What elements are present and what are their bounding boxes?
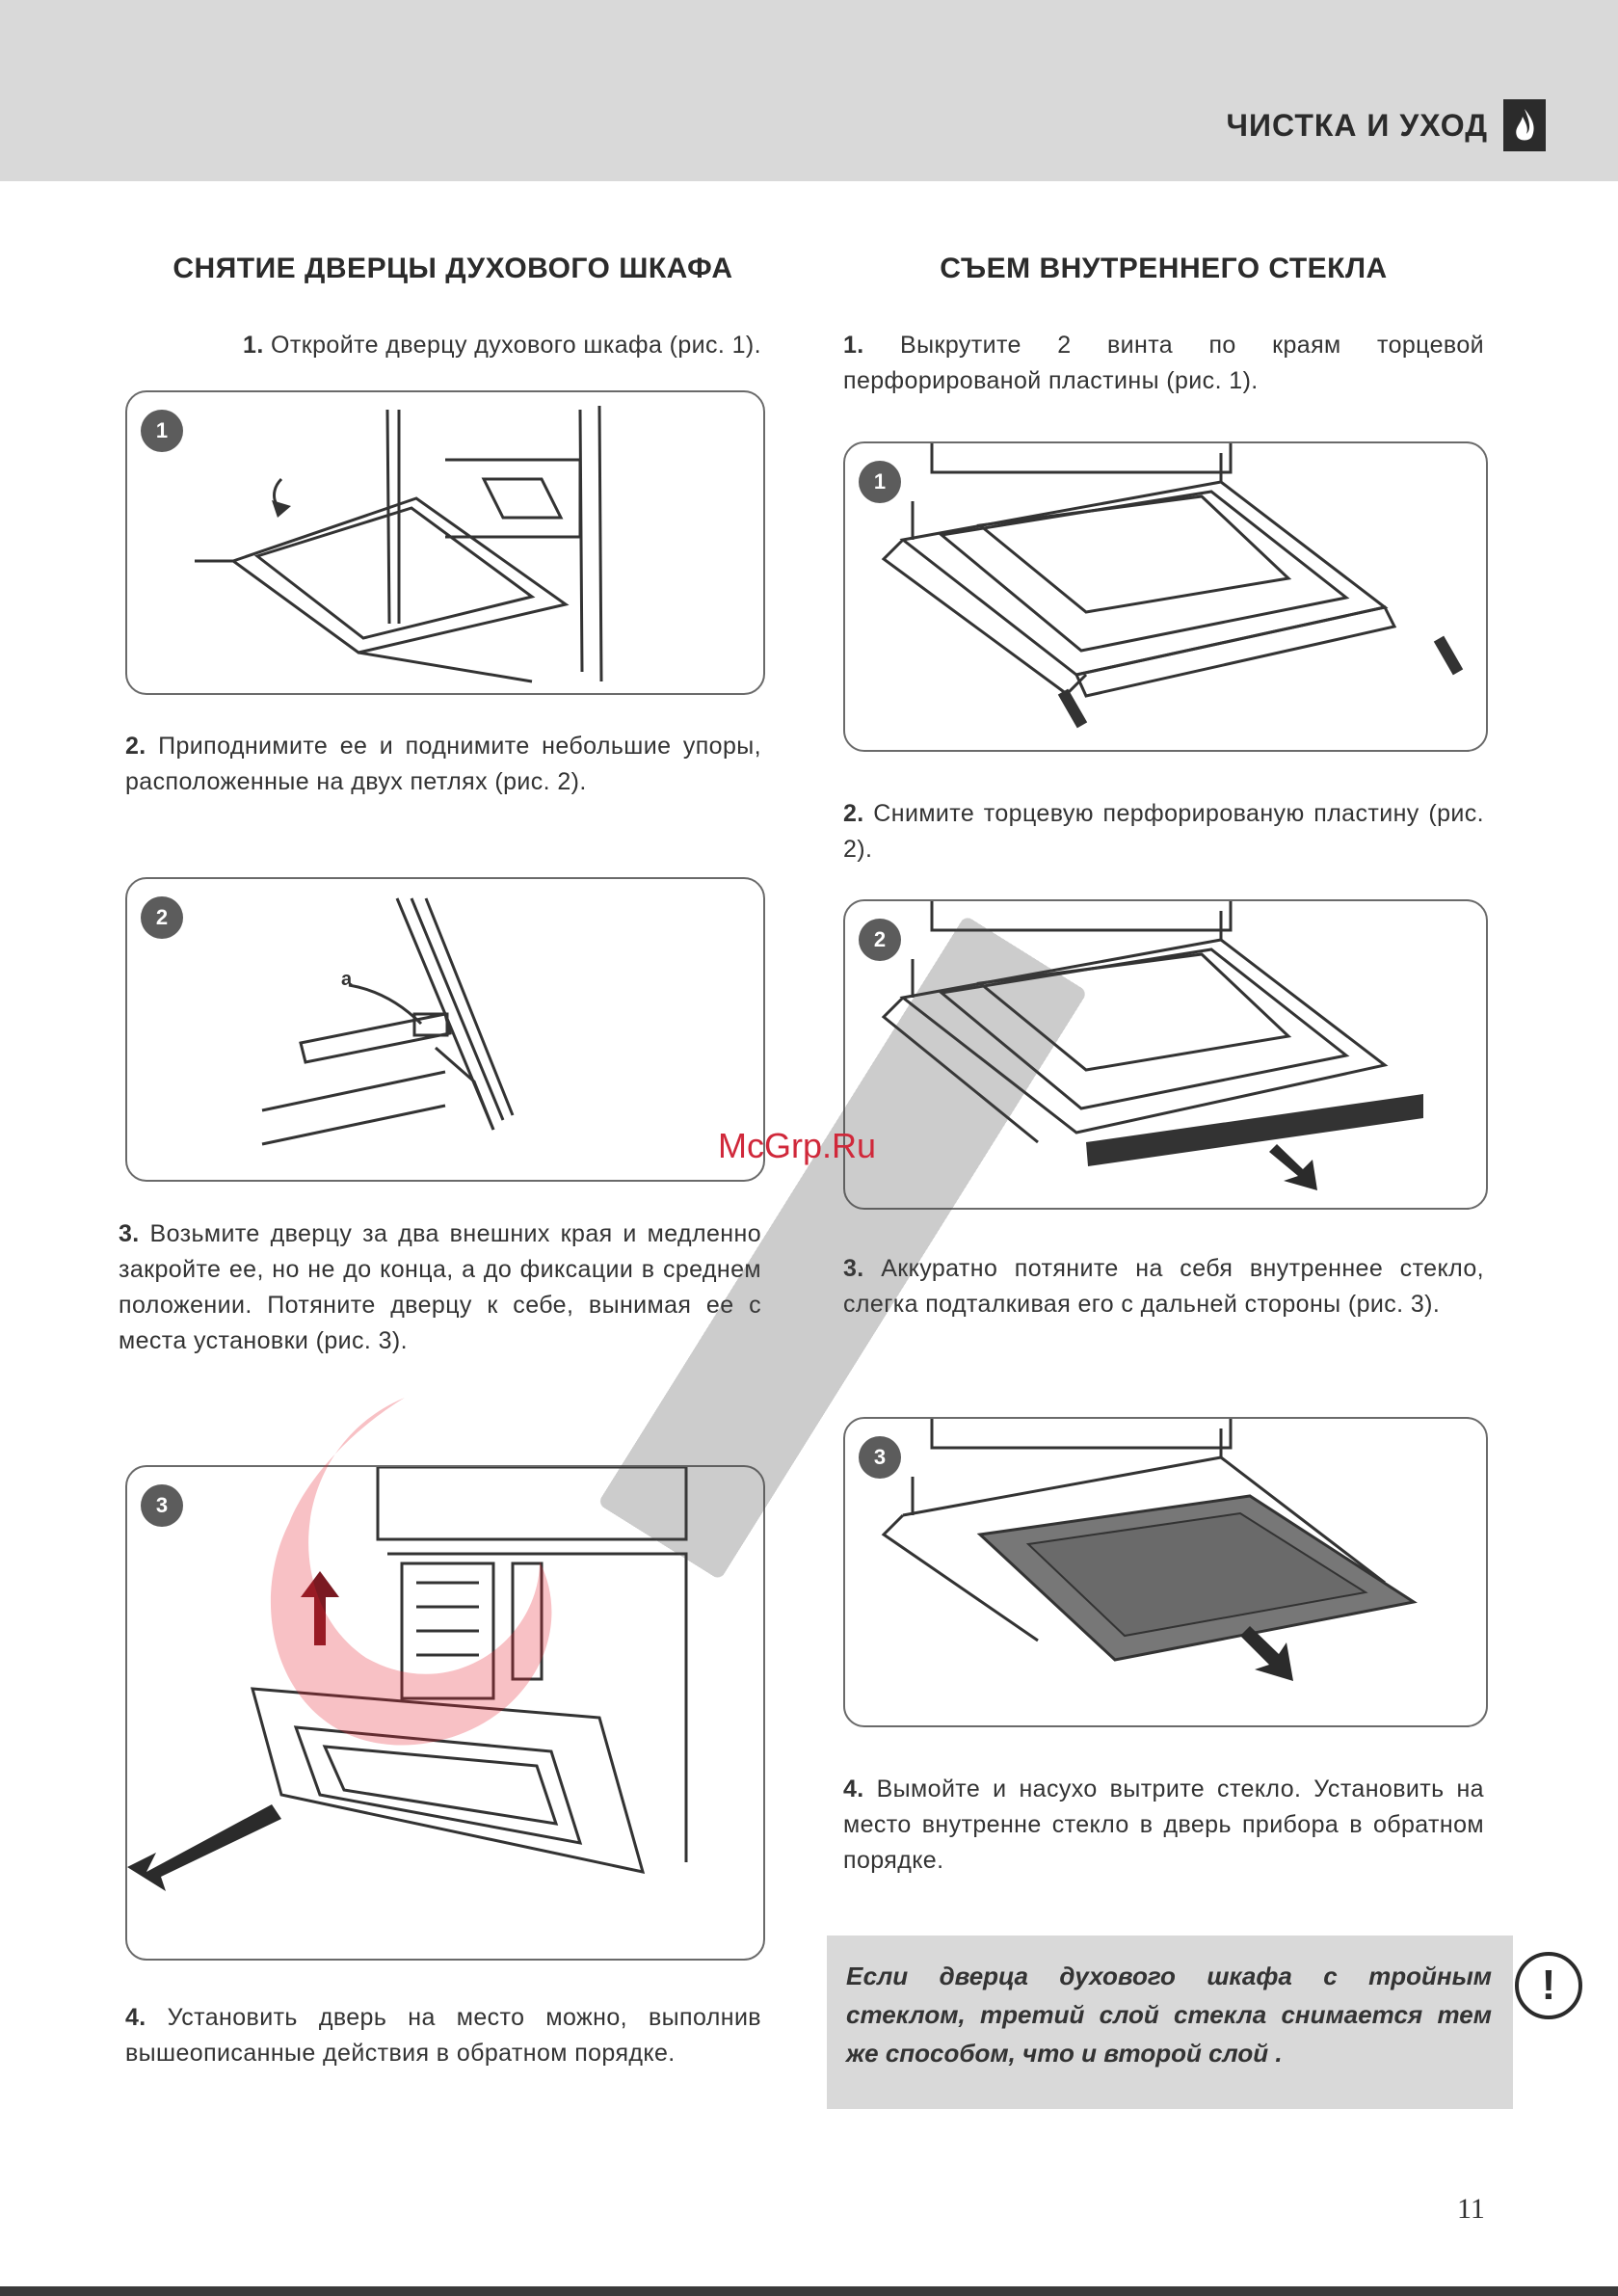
- step-text: Возьмите дверцу за два внешних края и ме…: [119, 1220, 761, 1354]
- left-figure-2: 2 a: [125, 877, 765, 1182]
- door-screws-illustration: [881, 443, 1464, 729]
- left-step-3: 3. Возьмите дверцу за два внешних края и…: [119, 1216, 761, 1359]
- step-number: 4.: [125, 2004, 146, 2031]
- page-section-title: ЧИСТКА И УХОД: [1226, 108, 1488, 143]
- left-step-1: 1. Откройте дверцу духового шкафа (рис. …: [125, 328, 761, 363]
- figure-badge: 2: [141, 896, 183, 939]
- figure-badge: 1: [141, 410, 183, 452]
- right-step-2: 2. Снимите торцевую перфорированую пласт…: [843, 796, 1484, 868]
- step-number: 4.: [843, 1775, 864, 1802]
- exclamation-icon: !: [1515, 1952, 1582, 2019]
- step-text: Выкрутите 2 винта по краям торцевой перф…: [843, 332, 1484, 394]
- figure-badge: 2: [859, 919, 901, 961]
- door-removal-illustration: [127, 1467, 688, 1891]
- right-section-title: СЪЕМ ВНУТРЕННЕГО СТЕКЛА: [940, 253, 1388, 284]
- step-text: Откройте дверцу духового шкафа (рис. 1).: [263, 332, 761, 359]
- step-text: Аккуратно потяните на себя внутреннее ст…: [843, 1255, 1484, 1318]
- hinge-label-a: a: [341, 969, 353, 990]
- left-step-2: 2. Приподнимите ее и поднимите небольшие…: [125, 729, 761, 800]
- watermark-site-text: McGrp.Ru: [718, 1126, 877, 1165]
- step-number: 2.: [125, 733, 146, 760]
- step-text: Вымойте и насухо вытрите стекло. Установ…: [843, 1775, 1484, 1874]
- door-hinge-illustration: a: [261, 897, 515, 1146]
- step-number: 3.: [843, 1255, 864, 1282]
- right-figure-3: 3: [843, 1417, 1488, 1727]
- figure-badge: 3: [141, 1484, 183, 1527]
- right-figure-1: 1: [843, 441, 1488, 752]
- warning-note-text: Если дверца духового шкафа с тройным сте…: [846, 1962, 1492, 2068]
- right-figure-2: 2: [843, 899, 1488, 1210]
- step-text: Приподнимите ее и поднимите небольшие уп…: [125, 733, 761, 795]
- right-step-3: 3. Аккуратно потяните на себя внутреннее…: [843, 1251, 1484, 1322]
- figure-badge: 3: [859, 1436, 901, 1479]
- oven-door-open-illustration: [195, 405, 603, 683]
- step-number: 2.: [843, 800, 864, 827]
- perforated-plate-removal-illustration: [881, 901, 1423, 1190]
- step-number: 1.: [843, 332, 864, 359]
- figure-badge: 1: [859, 461, 901, 503]
- flame-icon: [1503, 99, 1546, 151]
- left-step-4: 4. Установить дверь на место можно, выпо…: [125, 2000, 761, 2071]
- right-step-4: 4. Вымойте и насухо вытрите стекло. Уста…: [843, 1772, 1484, 1879]
- step-number: 1.: [243, 332, 264, 359]
- step-text: Установить дверь на место можно, выполни…: [125, 2004, 761, 2067]
- left-figure-1: 1: [125, 390, 765, 695]
- step-number: 3.: [119, 1220, 140, 1247]
- warning-note-box: [827, 1936, 1513, 2109]
- inner-glass-removal-illustration: [881, 1419, 1418, 1681]
- page-number: 11: [1457, 2193, 1485, 2225]
- left-figure-3: 3: [125, 1465, 765, 1961]
- right-step-1: 1. Выкрутите 2 винта по краям торцевой п…: [843, 328, 1484, 399]
- header-band: [0, 0, 1618, 181]
- left-section-title: СНЯТИЕ ДВЕРЦЫ ДУХОВОГО ШКАФА: [172, 253, 733, 284]
- bottom-rule: [0, 2286, 1618, 2296]
- step-text: Снимите торцевую перфорированую пластину…: [843, 800, 1484, 863]
